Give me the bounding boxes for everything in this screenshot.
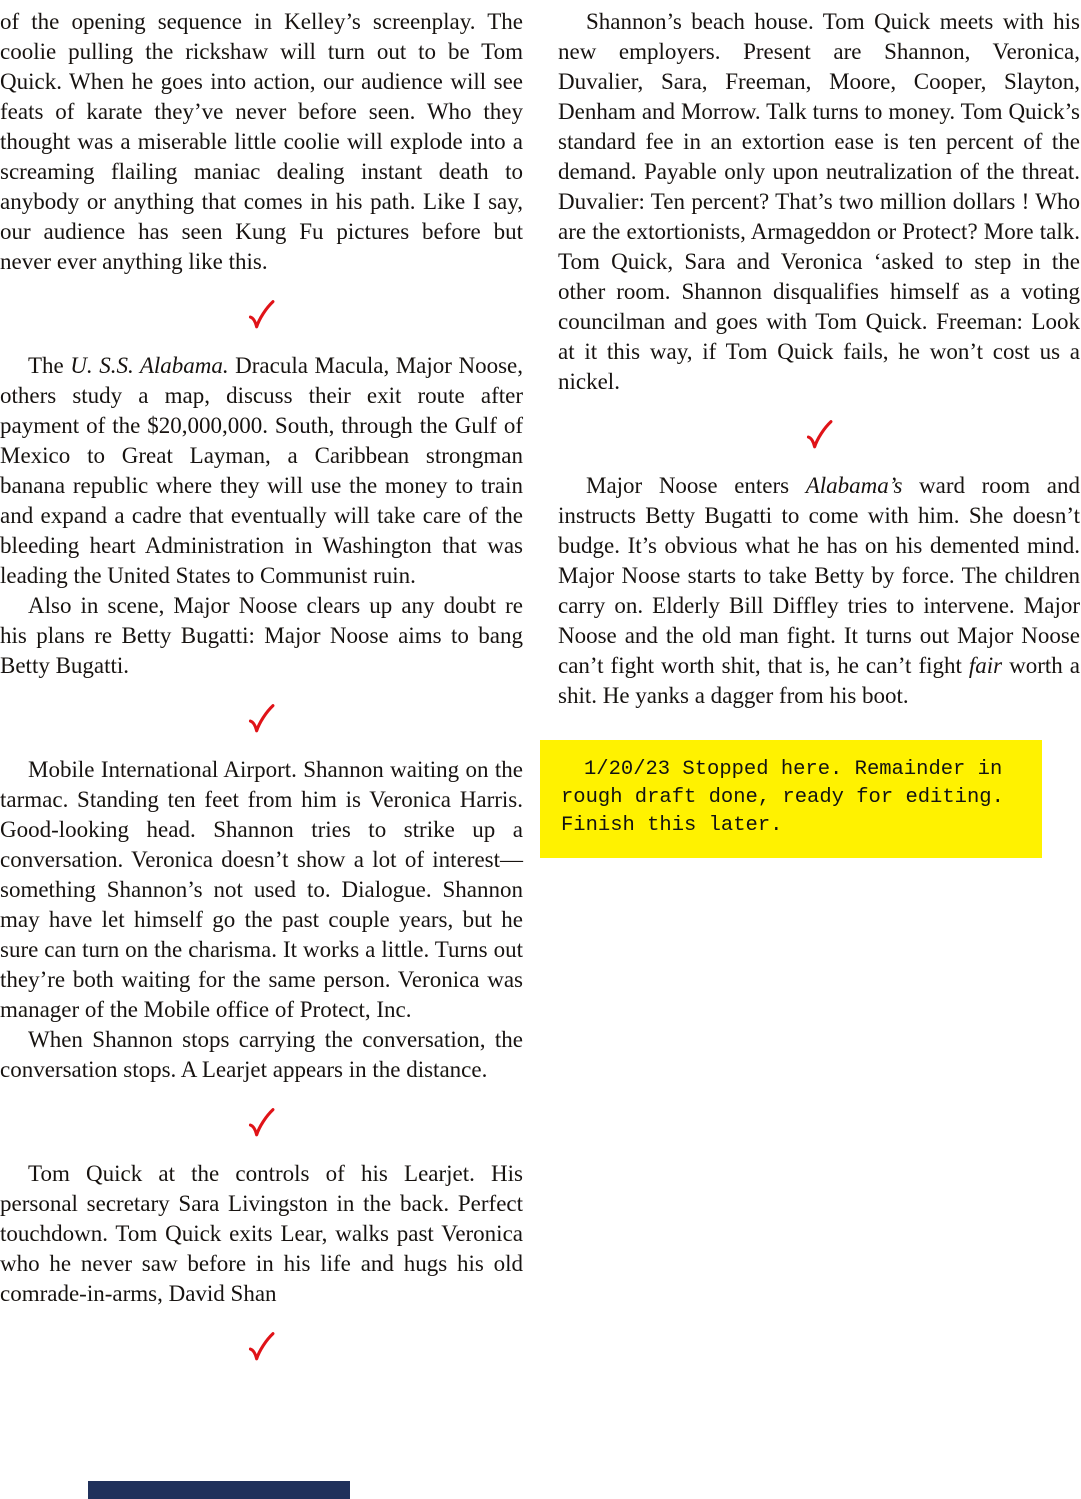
italic-text-run: U. S.S. Alabama. [70, 353, 229, 378]
paragraph: Also in scene, Major Noose clears up any… [0, 591, 523, 681]
checkmark-icon [248, 299, 275, 328]
text-run: Dracula Macula, Major Noose, others stud… [0, 353, 523, 588]
column-right: Shannon’s beach house. Tom Quick meets w… [540, 7, 1080, 1383]
section-divider [0, 1085, 523, 1159]
section-divider [0, 681, 523, 755]
text-run: Shannon’s beach house. Tom Quick meets w… [558, 9, 1080, 394]
checkmark-icon [806, 419, 833, 448]
section-divider [0, 1309, 523, 1383]
text-run: Mobile International Airport. Shannon wa… [0, 757, 523, 1022]
paragraph: Major Noose enters Alabama’s ward room a… [558, 471, 1080, 711]
paragraph: of the opening sequence in Kelley’s scre… [0, 7, 523, 277]
paragraph: When Shannon stops carrying the conversa… [0, 1025, 523, 1085]
bottom-bar [88, 1481, 350, 1499]
paragraph: Tom Quick at the controls of his Learjet… [0, 1159, 523, 1309]
text-run: Tom Quick at the controls of his Learjet… [0, 1161, 523, 1306]
italic-text-run: fair [968, 653, 1003, 678]
column-left: of the opening sequence in Kelley’s scre… [0, 7, 523, 1383]
text-run: of the opening sequence in Kelley’s scre… [0, 9, 523, 274]
checkmark-icon [248, 1107, 275, 1136]
text-run: worth a shit. He yanks a dagger from his… [558, 653, 1080, 708]
text-run: The [28, 353, 71, 378]
checkmark-icon [248, 1331, 275, 1360]
highlighted-note: 1/20/23 Stopped here. Remainder in rough… [540, 740, 1042, 858]
paragraph: Mobile International Airport. Shannon wa… [0, 755, 523, 1025]
text-run: ward room and instructs Betty Bugatti to… [558, 473, 1080, 678]
text-run: When Shannon stops carrying the conversa… [0, 1027, 523, 1082]
text-columns: of the opening sequence in Kelley’s scre… [0, 7, 1080, 1383]
note-text: 1/20/23 Stopped here. Remainder in rough… [561, 758, 1004, 837]
checkmark-icon [248, 703, 275, 732]
italic-text-run: Alabama’s [805, 473, 903, 498]
paragraph: The U. S.S. Alabama. Dracula Macula, Maj… [0, 351, 523, 591]
text-run: Major Noose enters [586, 473, 806, 498]
text-run: Also in scene, Major Noose clears up any… [0, 593, 523, 678]
section-divider [0, 277, 523, 351]
paragraph: Shannon’s beach house. Tom Quick meets w… [558, 7, 1080, 397]
section-divider [558, 397, 1080, 471]
